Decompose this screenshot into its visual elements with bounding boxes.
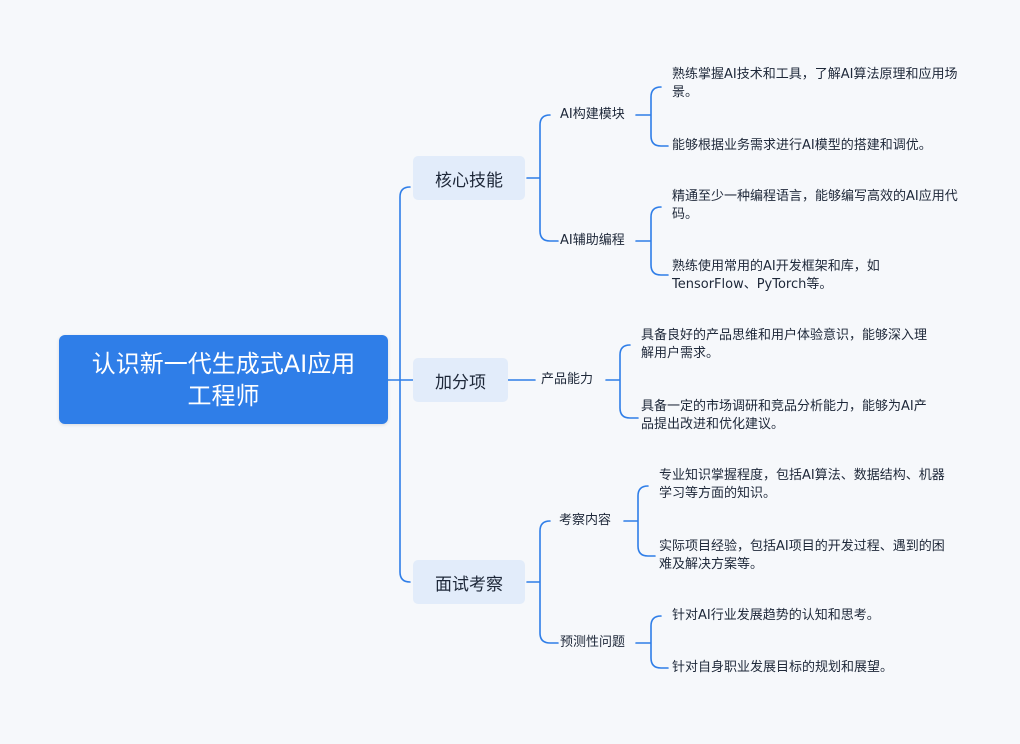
connector-sub-3-1	[623, 485, 656, 557]
sub-ai-assisted-programming[interactable]: AI辅助编程	[560, 232, 625, 250]
sub-label: AI构建模块	[560, 107, 625, 122]
leaf-text: 实际项目经验，包括AI项目的开发过程、遇到的困难及解决方案等。	[659, 539, 945, 572]
branch-interview[interactable]: 面试考察	[413, 560, 525, 604]
leaf-text: 针对AI行业发展趋势的认知和思考。	[672, 608, 880, 623]
sub-product-ability[interactable]: 产品能力	[541, 371, 593, 389]
sub-predictive-questions[interactable]: 预测性问题	[560, 634, 625, 652]
leaf-text: 专业知识掌握程度，包括AI算法、数据结构、机器学习等方面的知识。	[659, 468, 945, 501]
connector-sub-1-1	[635, 86, 669, 147]
connector-sub-1-2	[635, 206, 669, 276]
root-title: 认识新一代生成式AI应用工程师	[91, 349, 356, 410]
connector-branch-3	[526, 520, 559, 644]
leaf-text: 熟练使用常用的AI开发框架和库，如TensorFlow、PyTorch等。	[672, 259, 880, 292]
sub-ai-building-blocks[interactable]: AI构建模块	[560, 106, 625, 124]
branch-bonus[interactable]: 加分项	[413, 358, 508, 402]
connector-sub-2-1	[605, 344, 639, 419]
sub-assessment-content[interactable]: 考察内容	[559, 512, 611, 530]
branch-core-skills[interactable]: 核心技能	[413, 156, 525, 200]
sub-label: 考察内容	[559, 513, 612, 528]
branch-label: 核心技能	[435, 170, 503, 191]
leaf-text: 具备良好的产品思维和用户体验意识，能够深入理解用户需求。	[641, 328, 928, 361]
leaf-text: 能够根据业务需求进行AI模型的搭建和调优。	[672, 138, 932, 153]
sub-label: AI辅助编程	[560, 233, 625, 248]
branch-label: 加分项	[435, 372, 486, 393]
connector-branch-1	[526, 114, 559, 242]
sub-label: 产品能力	[541, 372, 594, 387]
leaf-text: 针对自身职业发展目标的规划和展望。	[672, 660, 894, 675]
root-node[interactable]: 认识新一代生成式AI应用工程师	[59, 335, 388, 424]
sub-label: 预测性问题	[560, 635, 626, 650]
leaf-text: 精通至少一种编程语言，能够编写高效的AI应用代码。	[672, 189, 958, 222]
branch-label: 面试考察	[435, 574, 503, 595]
connector-sub-3-2	[635, 615, 669, 669]
connector-root-branches	[387, 186, 414, 583]
leaf-text: 熟练掌握AI技术和工具，了解AI算法原理和应用场景。	[672, 67, 958, 100]
leaf-text: 具备一定的市场调研和竞品分析能力，能够为AI产品提出改进和优化建议。	[641, 399, 927, 432]
